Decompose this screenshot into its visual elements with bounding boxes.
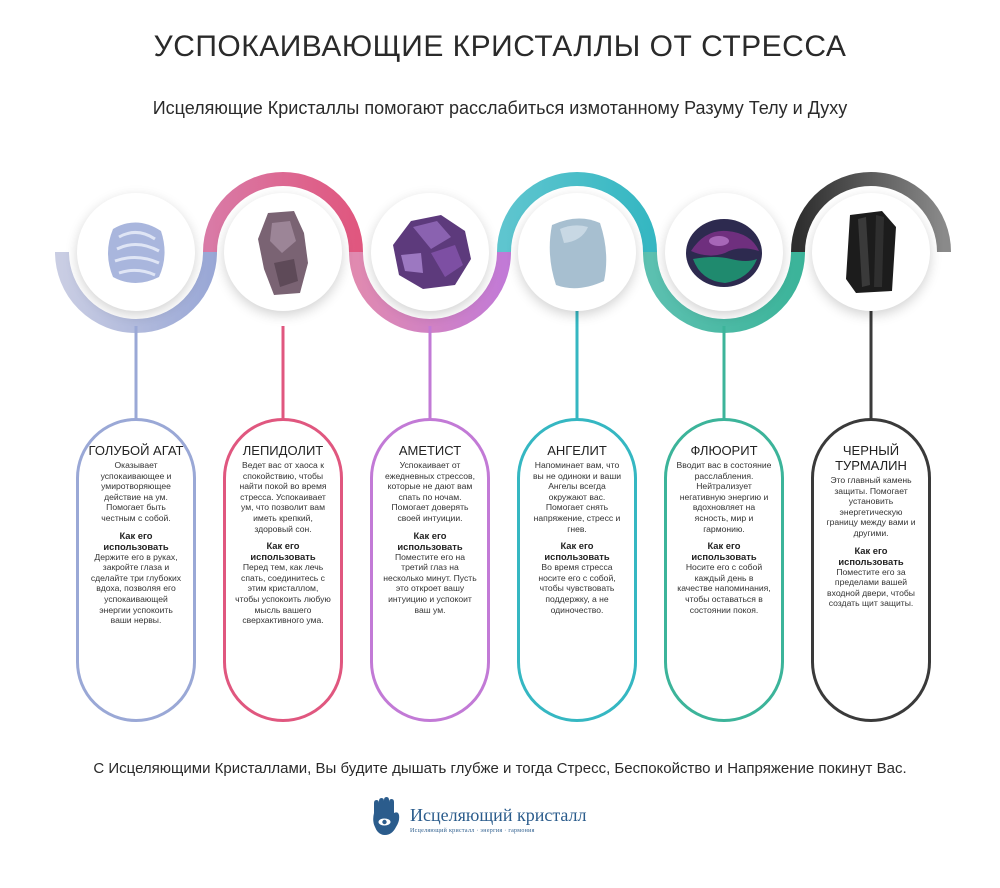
hamsa-hand-icon xyxy=(373,797,400,835)
wave-connector xyxy=(55,172,951,420)
footer-text: С Исцеляющими Кристаллами, Вы будите дыш… xyxy=(93,760,907,777)
howto-heading: Как его использовать xyxy=(691,540,757,563)
crystal-name: ЛЕПИДОЛИТ xyxy=(242,443,324,458)
crystal-card-fluorite: ФЛЮОРИТ Вводит вас в состояние расслабле… xyxy=(664,418,784,722)
crystal-usage: Поместите его на третий глаз на нескольк… xyxy=(383,551,477,615)
crystal-card-amethyst: АМЕТИСТ Успокаивает от ежедневных стресс… xyxy=(370,418,490,722)
crystal-usage: Носите его с собой каждый день в качеств… xyxy=(677,562,771,615)
amethyst-stone-icon xyxy=(371,193,489,311)
crystal-name: ГОЛУБОЙ АГАТ xyxy=(88,443,184,458)
crystal-card-lepidolite: ЛЕПИДОЛИТ Ведет вас от хаоса к спокойств… xyxy=(223,418,343,722)
brand-logo: Исцеляющий кристалл Исцеляющий кристалл … xyxy=(368,797,648,841)
page-title: УСПОКАИВАЮЩИЕ КРИСТАЛЛЫ ОТ СТРЕССА xyxy=(153,30,847,63)
crystal-usage: Поместите его за пределами вашей входной… xyxy=(827,566,915,609)
crystal-name: ФЛЮОРИТ xyxy=(690,443,758,458)
howto-heading: Как его использовать xyxy=(838,544,904,567)
crystal-card-angelite: АНГЕЛИТ Напоминает вам, что вы не одинок… xyxy=(517,418,637,722)
crystal-name: АНГЕЛИТ xyxy=(547,443,607,458)
crystal-usage: Держите его в руках, закройте глаза и сд… xyxy=(90,551,182,626)
crystal-description: Оказывает успокаивающее и умиротворяющее… xyxy=(100,460,172,523)
crystal-usage: Перед тем, как лечь спать, соединитесь с… xyxy=(235,562,331,626)
brand-tagline: Исцеляющий кристалл · энергия · гармония xyxy=(410,828,535,834)
lepidolite-stone-icon xyxy=(224,193,342,311)
brand-name: Исцеляющий кристалл xyxy=(410,805,587,825)
crystal-card-black-tourmaline: ЧЕРНЫЙ ТУРМАЛИН Это главный камень защит… xyxy=(811,418,931,722)
howto-heading: Как его использовать xyxy=(103,529,169,552)
crystal-description: Напоминает вам, что вы не одиноки и ваши… xyxy=(532,460,622,534)
howto-heading: Как его использовать xyxy=(397,529,463,552)
black-tourmaline-stone-icon xyxy=(812,193,930,311)
page-subtitle: Исцеляющие Кристаллы помогают расслабить… xyxy=(152,98,848,118)
howto-heading: Как его использовать xyxy=(544,540,610,563)
crystal-description: Успокаивает от ежедневных стрессов, кото… xyxy=(385,460,475,523)
crystal-description: Вводит вас в состояние расслабления. Ней… xyxy=(676,460,772,534)
crystal-card-blue-agate: ГОЛУБОЙ АГАТ Оказывает успокаивающее и у… xyxy=(76,418,196,722)
howto-heading: Как его использовать xyxy=(250,540,316,563)
fluorite-stone-icon xyxy=(665,193,783,311)
crystal-description: Это главный камень защиты. Помогает уста… xyxy=(826,475,916,538)
crystal-usage: Во время стресса носите его с собой, что… xyxy=(538,562,616,615)
angelite-stone-icon xyxy=(518,193,636,311)
crystal-name: АМЕТИСТ xyxy=(398,443,462,458)
crystal-description: Ведет вас от хаоса к спокойствию, чтобы … xyxy=(239,460,327,534)
blue-agate-stone-icon xyxy=(77,193,195,311)
crystal-name: ЧЕРНЫЙ ТУРМАЛИН xyxy=(835,443,907,473)
